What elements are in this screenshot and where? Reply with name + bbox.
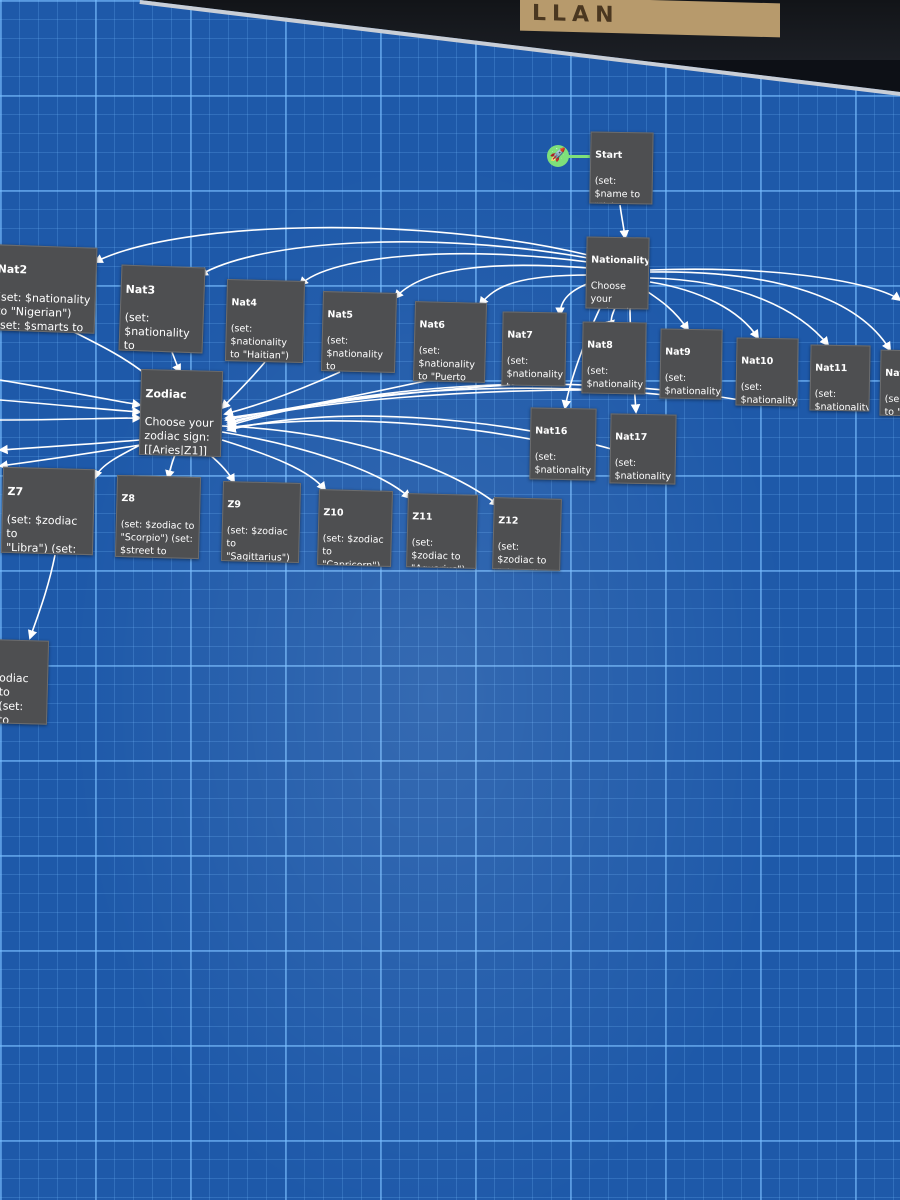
passage-body: (set: $nationality to "Puerto Rican") (s… — [417, 345, 476, 383]
link-nationality-nat3 — [198, 241, 589, 276]
passage-z12[interactable]: Z12 (set: $zodiac to "Pisces") (set: $ha… — [492, 497, 562, 571]
passage-title: Z12 — [498, 515, 519, 527]
passage-body: (set: $name to "") (set: $birthplace to … — [594, 175, 641, 205]
passage-nat17[interactable]: Nat17 (set: $nationality to "Korean") (s… — [609, 413, 677, 485]
passage-title: Zodiac — [145, 387, 187, 402]
passage-body: (set: $nationality to "Caucasian") (set:… — [534, 451, 592, 481]
passage-title: Nationality — [591, 254, 650, 267]
passage-nat10[interactable]: Nat10 (set: $nationality to "French") [[… — [735, 337, 799, 407]
passage-body: (set: $nationality to "French") [[Contin… — [740, 381, 798, 407]
passage-nat16[interactable]: Nat16 (set: $nationality to "Caucasian")… — [529, 407, 597, 481]
passage-z7[interactable]: Z7 (set: $zodiac to "Libra") (set: $look… — [0, 466, 96, 556]
passage-body: (set: $nationality to "Jamaican") (set: … — [123, 310, 190, 354]
passage-title: Z9 — [227, 499, 242, 511]
passage-body: (set: $zodiac to "Capricorn") (set: $mon… — [321, 533, 384, 567]
link-start-nationality — [619, 204, 630, 240]
passage-z11[interactable]: Z11 (set: $zodiac to "Aquarius") (set: $… — [406, 493, 478, 569]
passage-title: Nat10 — [741, 355, 774, 368]
passage-nat8[interactable]: Nat8 (set: $nationality to "Brazilian") … — [581, 321, 647, 395]
passage-title: Nat — [885, 367, 900, 380]
passage-nat2[interactable]: Nat2 (set: $nationality to "Nigerian") (… — [0, 244, 98, 334]
passage-nationality[interactable]: Nationality Choose your nationality: [[A… — [585, 236, 650, 310]
passage-nat4[interactable]: Nat4 (set: $nationality to "Haitian") (s… — [224, 278, 306, 364]
passage-body: (set: $nationality to "Haitian") (set: $… — [229, 323, 291, 363]
passage-title: Z10 — [323, 507, 344, 519]
passage-title: Nat4 — [231, 297, 258, 309]
link-nat16-zodiac — [226, 420, 536, 441]
passage-title: Z11 — [412, 511, 433, 523]
passage-body: (se to " Afric [[Co — [884, 393, 900, 417]
passage-title: Nat6 — [419, 319, 446, 331]
passage-body: (set: $nationality to "Nigerian") (set: … — [0, 290, 91, 334]
passage-title — [0, 657, 44, 658]
passage-body: (set: $nationality to "Mexican") (set: $… — [506, 355, 564, 387]
link-nat5-zodiac — [223, 371, 341, 417]
passage-z10[interactable]: Z10 (set: $zodiac to "Capricorn") (set: … — [317, 489, 393, 567]
link-left-zodiac-a — [0, 379, 142, 409]
passage-body: (set: $zodiac to "Pisces") (set: $happin… — [497, 541, 547, 571]
passage-body: (set: $zodiac to "Sagittarius") (set: $h… — [225, 525, 290, 564]
link-zodiac-z9 — [209, 454, 235, 484]
passage-body: (set: $nationality to "Brazilian") (set:… — [586, 365, 644, 395]
passage-title: Nat3 — [125, 282, 156, 297]
passage-body: (set: $nationality to "Korean") (set: $s… — [614, 457, 672, 485]
link-zodiac-z8 — [165, 454, 176, 480]
passage-nat11[interactable]: Nat11 (set: $nationality to "Canadian") … — [809, 344, 871, 412]
passage-body: Choose your nationality: [[African Ameri… — [590, 280, 643, 310]
passage-title: Nat16 — [535, 425, 568, 438]
passage-body: Choose your zodiac sign: [[Aries|Z1]] [[… — [143, 415, 215, 458]
passage-body: (set: $nationality to "Canadian") [[Cont… — [814, 388, 871, 412]
link-nat7-zodiac — [224, 384, 511, 424]
passage-title: Nat7 — [507, 329, 533, 341]
link-nat6-zodiac — [224, 379, 431, 422]
rocket-icon[interactable]: 🚀 — [547, 145, 569, 167]
passage-start[interactable]: Start (set: $name to "") (set: $birthpla… — [589, 131, 654, 205]
link-nationality-nat2 — [93, 226, 589, 263]
passage-title: Nat17 — [615, 431, 648, 444]
link-left-zodiac-c — [0, 413, 142, 423]
passage-title: Nat8 — [587, 339, 613, 351]
passage-title: Nat9 — [665, 346, 691, 358]
passage-nat7[interactable]: Nat7 (set: $nationality to "Mexican") (s… — [501, 311, 567, 387]
passage-body: odiac to (set: to + 10) ealth to — [0, 671, 29, 725]
passage-z8[interactable]: Z8 (set: $zodiac to "Scorpio") (set: $st… — [114, 474, 202, 560]
link-zodiac-left-a — [0, 439, 141, 455]
link-z7-lower — [27, 554, 56, 640]
link-nat4-zodiac — [220, 361, 266, 410]
passage-nat12-partial[interactable]: Nat (se to " Afric [[Co — [879, 349, 900, 417]
link-nationality-nat4 — [298, 252, 589, 287]
link-left-zodiac-b — [0, 399, 142, 417]
passage-lower-partial[interactable]: odiac to (set: to + 10) ealth to — [0, 639, 50, 725]
passage-zodiac[interactable]: Zodiac Choose your zodiac sign: [[Aries|… — [138, 368, 224, 458]
passage-title: Z7 — [7, 484, 24, 499]
passage-nat6[interactable]: Nat6 (set: $nationality to "Puerto Rican… — [412, 301, 488, 383]
passage-title: Nat5 — [327, 309, 354, 321]
passage-z9[interactable]: Z9 (set: $zodiac to "Sagittarius") (set:… — [220, 480, 302, 564]
passage-title: Nat2 — [0, 262, 28, 277]
passage-body: (set: $nationality to "Dominican") (set:… — [325, 335, 384, 373]
start-connector — [568, 155, 590, 158]
link-nationality-nat9 — [644, 289, 690, 332]
link-nationality-nat6 — [478, 274, 591, 307]
link-nationality-nat5 — [393, 264, 589, 300]
passage-body: (set: $zodiac to "Scorpio") (set: $stree… — [119, 519, 195, 559]
passage-nat5[interactable]: Nat5 (set: $nationality to "Dominican") … — [320, 291, 398, 373]
link-zodiac-left-b — [0, 444, 141, 470]
passage-body: (set: $zodiac to "Libra") (set: $looks t… — [5, 512, 78, 556]
passage-nat3[interactable]: Nat3 (set: $nationality to "Jamaican") (… — [118, 264, 206, 354]
passage-nat9[interactable]: Nat9 (set: $nationality to "British") [[… — [659, 328, 723, 400]
passage-title: Nat11 — [815, 362, 848, 375]
passage-body: (set: $zodiac to "Aquarius") (set: $smar… — [411, 537, 465, 569]
passage-title: Z8 — [121, 493, 136, 505]
passage-body: (set: $nationality to "British") [[Conti… — [664, 372, 722, 400]
passage-title: Start — [595, 149, 623, 162]
link-nationality-offscreen — [649, 268, 900, 302]
